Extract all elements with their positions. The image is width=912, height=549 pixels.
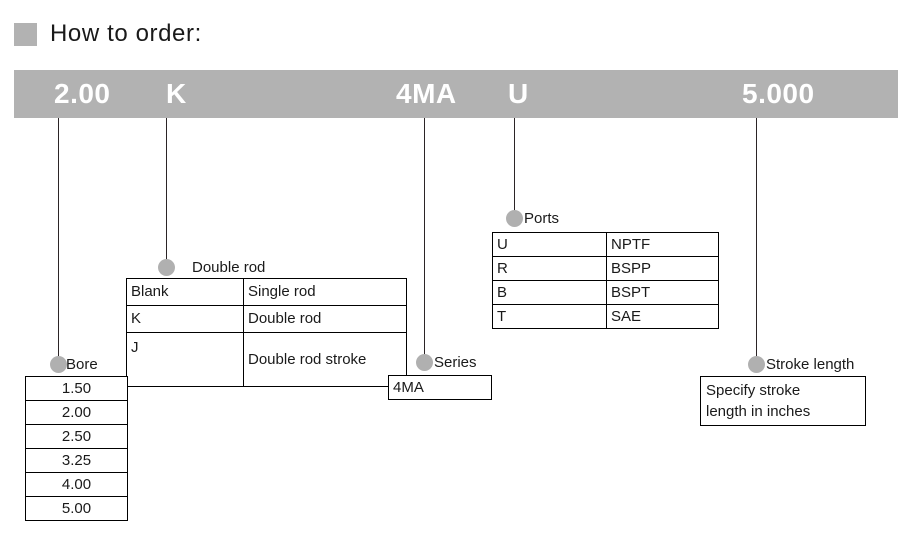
code-segment-ports: U xyxy=(508,78,529,109)
callout-label-stroke-length: Stroke length xyxy=(766,356,855,373)
double-rod-desc-cell: Double rod xyxy=(243,305,407,333)
page-title: How to order: xyxy=(14,20,202,48)
double-rod-code-cell: Blank xyxy=(126,278,244,306)
bore-value-cell: 3.25 xyxy=(25,448,128,473)
table-row: Blank Single rod xyxy=(126,278,407,306)
leader-line-ports xyxy=(514,118,515,219)
callout-dot-stroke-length xyxy=(748,356,765,373)
bore-table: 1.50 2.00 2.50 3.25 4.00 5.00 xyxy=(25,376,128,521)
ports-code-cell: R xyxy=(492,256,607,281)
bore-value-cell: 4.00 xyxy=(25,472,128,497)
stroke-length-note-box: Specify stroke length in inches xyxy=(700,376,866,426)
double-rod-desc-cell: Single rod xyxy=(243,278,407,306)
series-value-cell: 4MA xyxy=(388,375,492,400)
callout-dot-series xyxy=(416,354,433,371)
leader-line-double-rod xyxy=(166,118,167,268)
table-row: T SAE xyxy=(492,304,719,329)
table-row: 4.00 xyxy=(25,472,128,497)
ports-code-cell: U xyxy=(492,232,607,257)
ports-desc-cell: SAE xyxy=(606,304,719,329)
table-row: B BSPT xyxy=(492,280,719,305)
bore-value-cell: 2.00 xyxy=(25,400,128,425)
double-rod-code-cell: J xyxy=(126,332,244,387)
ports-desc-cell: NPTF xyxy=(606,232,719,257)
table-row: 4MA xyxy=(388,375,492,400)
ports-table: U NPTF R BSPP B BSPT T SAE xyxy=(492,232,719,329)
table-row: 5.00 xyxy=(25,496,128,521)
table-row: 1.50 xyxy=(25,376,128,401)
double-rod-desc-cell: Double rod stroke xyxy=(243,332,407,387)
leader-line-bore xyxy=(58,118,59,365)
callout-label-ports: Ports xyxy=(524,210,560,227)
bore-value-cell: 2.50 xyxy=(25,424,128,449)
ports-desc-cell: BSPT xyxy=(606,280,719,305)
code-segment-bore: 2.00 xyxy=(54,78,111,109)
code-segment-stroke-length: 5.000 xyxy=(742,78,815,109)
table-row: 3.25 xyxy=(25,448,128,473)
double-rod-code-cell: K xyxy=(126,305,244,333)
callout-label-double-rod: Double rod xyxy=(192,259,266,276)
series-table: 4MA xyxy=(388,375,492,400)
table-row: U NPTF xyxy=(492,232,719,257)
callout-label-series: Series xyxy=(434,354,477,371)
leader-line-series xyxy=(424,118,425,363)
table-row: 2.00 xyxy=(25,400,128,425)
table-row: K Double rod xyxy=(126,305,407,333)
callout-dot-bore xyxy=(50,356,67,373)
title-swatch-icon xyxy=(14,22,37,46)
callout-dot-double-rod xyxy=(158,259,175,276)
stroke-length-note-line1: Specify stroke xyxy=(706,382,801,399)
stroke-length-note-line2: length in inches xyxy=(706,403,811,421)
ports-desc-cell: BSPP xyxy=(606,256,719,281)
callout-label-bore: Bore xyxy=(66,356,98,373)
bore-value-cell: 1.50 xyxy=(25,376,128,401)
double-rod-table: Blank Single rod K Double rod J Double r… xyxy=(126,278,407,387)
code-segment-series: 4MA xyxy=(396,78,457,109)
table-row: 2.50 xyxy=(25,424,128,449)
ports-code-cell: B xyxy=(492,280,607,305)
page-title-text: How to order: xyxy=(50,20,202,47)
code-segment-double-rod: K xyxy=(166,78,187,109)
callout-dot-ports xyxy=(506,210,523,227)
bore-value-cell: 5.00 xyxy=(25,496,128,521)
order-code-bar: 2.00 K 4MA U 5.000 xyxy=(14,70,898,118)
leader-line-stroke-length xyxy=(756,118,757,365)
ports-code-cell: T xyxy=(492,304,607,329)
table-row: J Double rod stroke xyxy=(126,332,407,387)
table-row: R BSPP xyxy=(492,256,719,281)
